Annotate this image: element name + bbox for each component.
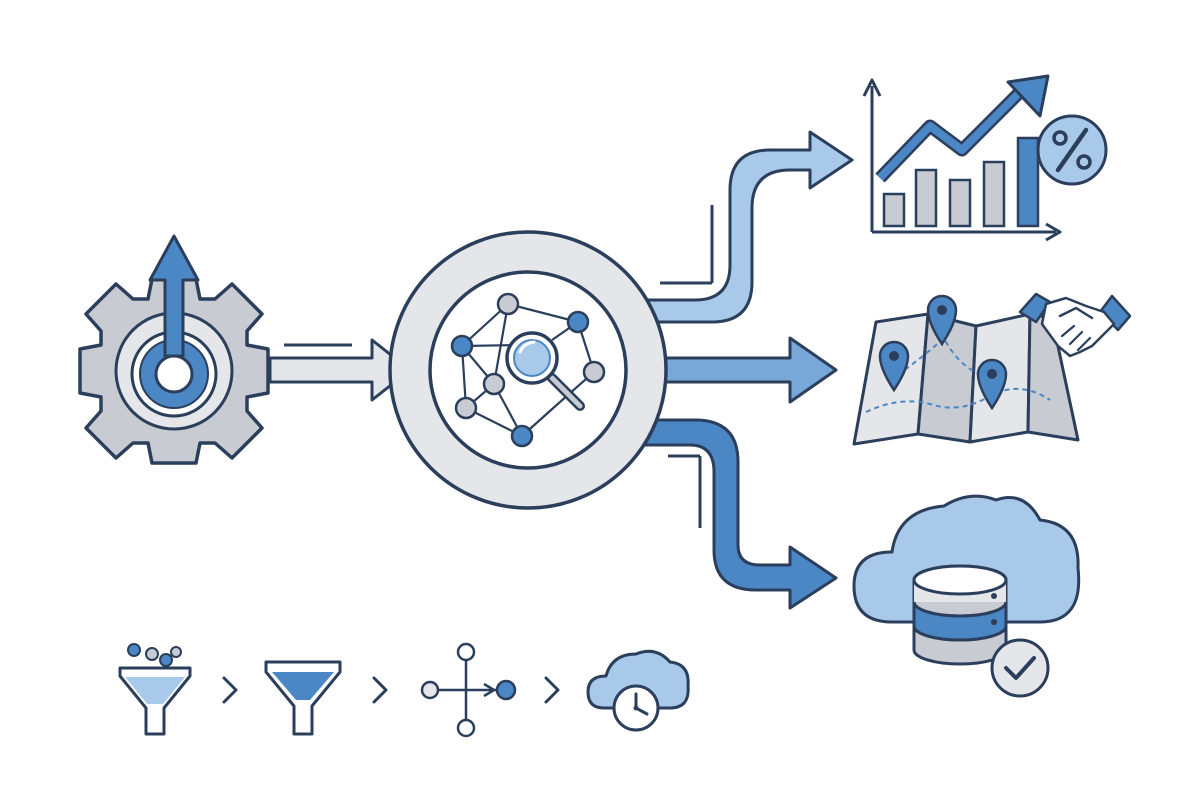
- routing-icon: [420, 642, 517, 738]
- map-pin-icon: [976, 358, 1008, 411]
- handshake-icon: [1018, 292, 1132, 358]
- gear-upload-icon: [78, 234, 270, 465]
- percent-icon: [1036, 114, 1108, 186]
- scheduled-cloud-icon: [586, 649, 690, 732]
- database-icon: [912, 564, 1008, 666]
- chevron-right-icon: [372, 676, 388, 704]
- funnel-data-icon: [118, 643, 192, 736]
- network-analysis-icon: [388, 230, 668, 510]
- check-badge-icon: [990, 638, 1050, 698]
- clock-icon: [612, 684, 660, 732]
- map-partnership-icon: [852, 292, 1132, 446]
- map-pin-icon: [878, 340, 910, 393]
- filter-icon: [264, 660, 342, 736]
- pipeline-row: [118, 642, 690, 738]
- map-pin-icon: [926, 294, 958, 347]
- analytics-chart-icon: [862, 74, 1108, 242]
- cloud-database-icon: [852, 494, 1081, 698]
- chevron-right-icon: [222, 676, 238, 704]
- magnifier-icon: [505, 331, 585, 411]
- chevron-right-icon: [544, 676, 560, 704]
